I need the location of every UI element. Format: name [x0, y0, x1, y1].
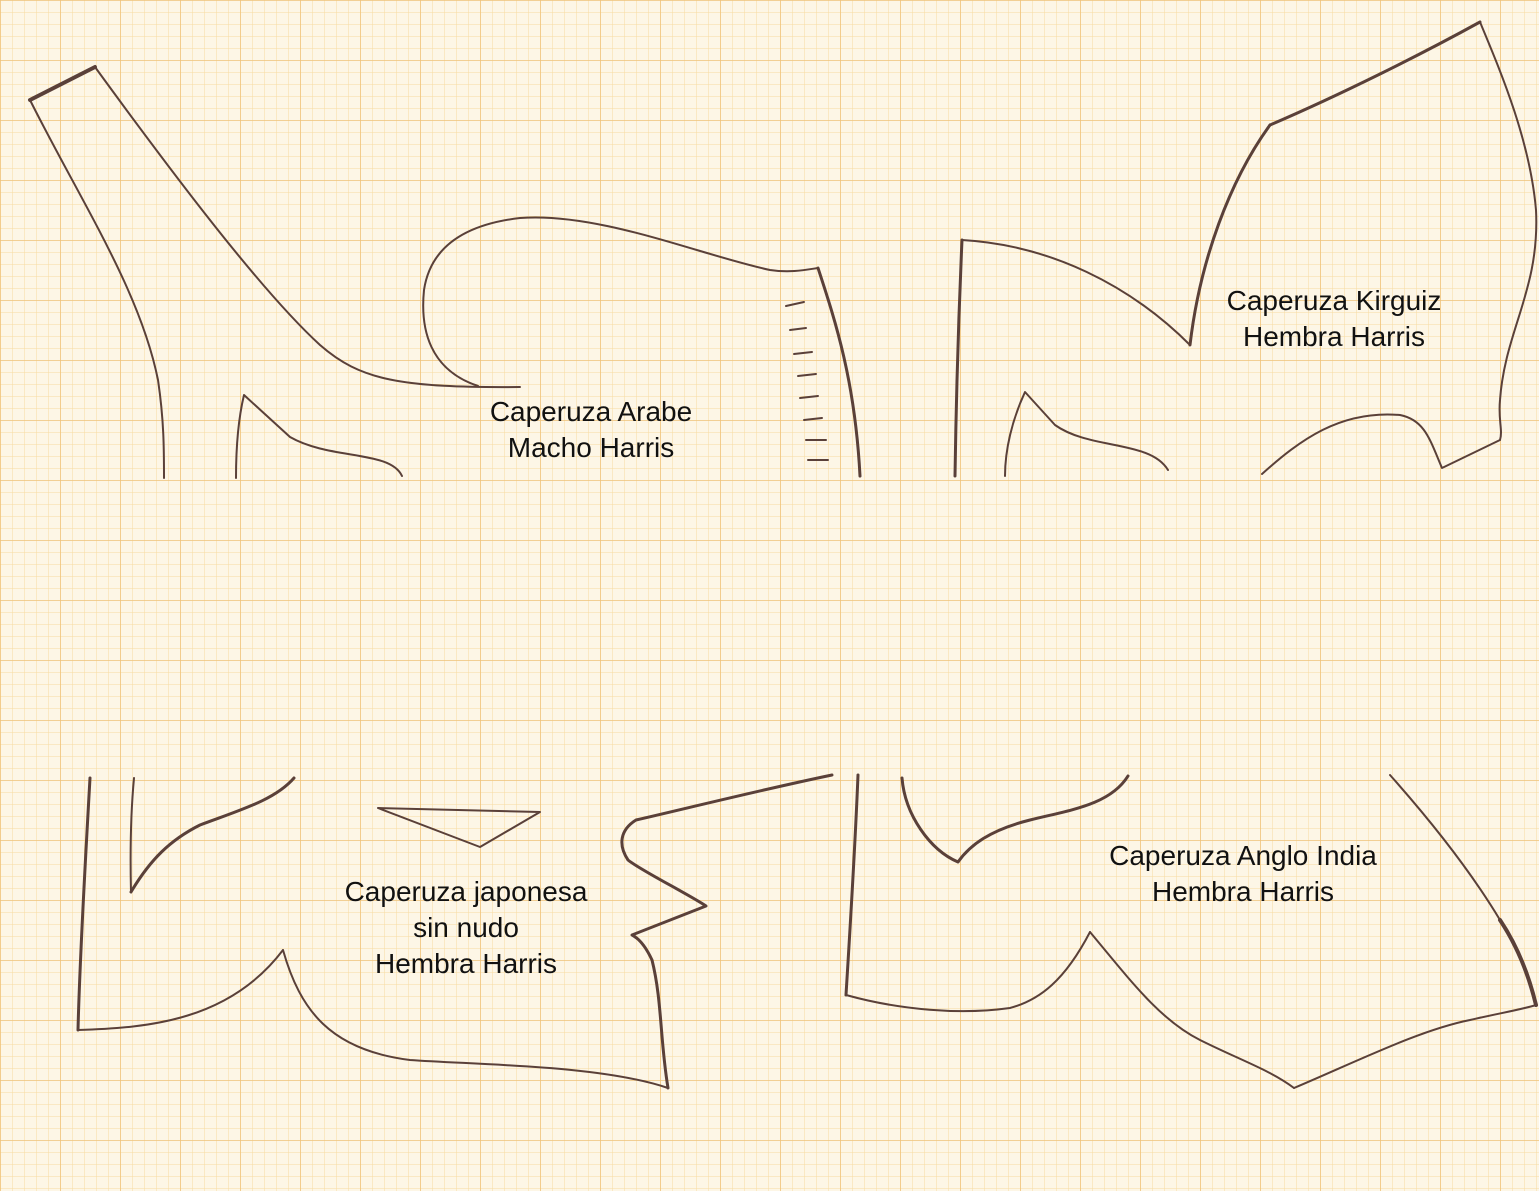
kirguiz-label: Caperuza Kirguiz Hembra Harris: [1200, 283, 1468, 355]
arabe-subtitle: Macho Harris: [507, 432, 675, 463]
kirguiz-subtitle: Hembra Harris: [1242, 321, 1426, 352]
japonesa-label: Caperuza japonesa sin nudo Hembra Harris: [318, 874, 614, 982]
anglo-hood-outline: [844, 773, 1537, 1089]
anglo-label: Caperuza Anglo India Hembra Harris: [1080, 838, 1406, 910]
anglo-subtitle: Hembra Harris: [1151, 876, 1335, 907]
kirguiz-hood-outline: [953, 20, 1538, 478]
arabe-title: Caperuza Arabe: [489, 396, 693, 427]
japonesa-hood-outline: [76, 773, 834, 1090]
arabe-thick-edge: [28, 65, 97, 102]
japonesa-title: Caperuza japonesa: [344, 876, 588, 907]
japonesa-line2: sin nudo: [413, 912, 519, 943]
japonesa-subtitle: Hembra Harris: [374, 948, 558, 979]
anglo-title: Caperuza Anglo India: [1109, 840, 1377, 871]
anglo-thick-edge: [1498, 918, 1538, 1007]
arabe-hood-outline: [29, 66, 862, 479]
kirguiz-title: Caperuza Kirguiz: [1226, 285, 1442, 316]
arabe-label: Caperuza Arabe Macho Harris: [466, 394, 716, 466]
